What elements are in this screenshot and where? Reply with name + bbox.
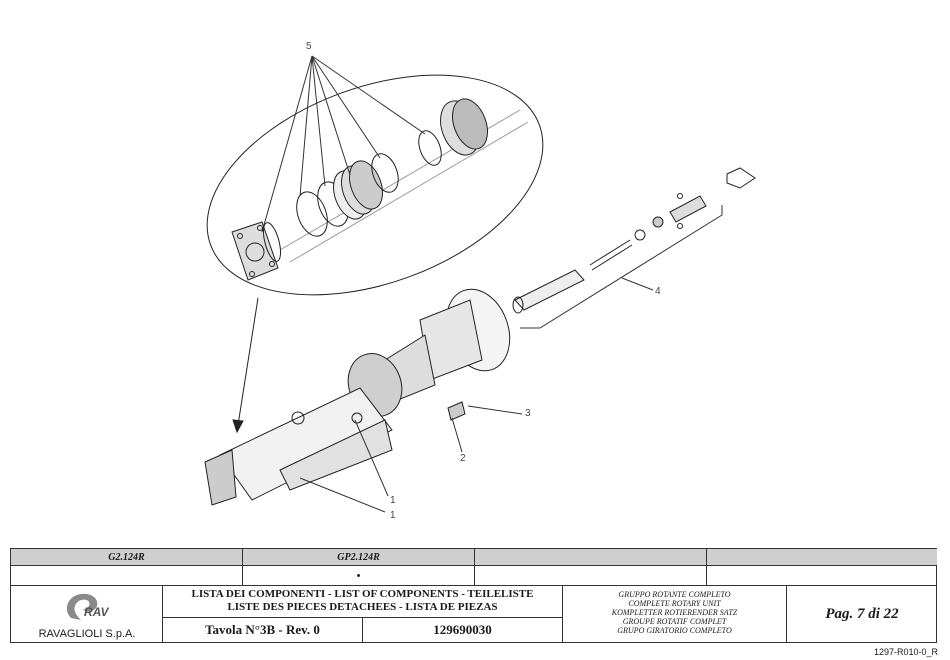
shaft-parts (512, 167, 756, 314)
callout-3: 3 (525, 408, 531, 419)
exploded-view-drawing (204, 55, 756, 513)
callout-2-leader (451, 417, 463, 453)
applicability-cell (475, 566, 707, 586)
logo-text: RAV (84, 605, 109, 619)
list-title-line1: LISTA DEI COMPONENTI - LIST OF COMPONENT… (191, 588, 534, 600)
flange-plate (231, 221, 279, 281)
callout-4: 4 (655, 286, 661, 297)
model-header: GP2.124R (243, 549, 475, 566)
list-title-line2: LISTE DES PIECES DETACHEES - LISTA DE PI… (227, 601, 498, 613)
callout-5: 5 (306, 41, 312, 52)
callout-1-leader (354, 419, 389, 497)
callout-3-leader (467, 405, 523, 415)
main-assembly (204, 288, 511, 506)
callout-1: 1 (390, 495, 396, 506)
applicability-cell (11, 566, 243, 586)
company-name: RAVAGLIOLI S.p.A. (38, 628, 136, 640)
model-header (475, 549, 707, 566)
description-line: KOMPLETTER ROTIERENDER SATZ (611, 608, 738, 617)
description-line: COMPLETE ROTARY UNIT (628, 599, 721, 608)
page-number: Pag. 7 di 22 (825, 605, 899, 622)
callout-1-second: 1 (390, 510, 396, 521)
callout-5-leaders (261, 55, 426, 233)
detail-arrow (237, 297, 259, 426)
applicability-cell: • (243, 566, 475, 586)
callout-4-bracket (520, 205, 723, 329)
seal-ring (418, 130, 442, 166)
description-line: GRUPO GIRATORIO COMPLETO (617, 626, 732, 635)
description-line: GROUPE ROTATIF COMPLET (622, 617, 727, 626)
detail-end-flange (440, 98, 488, 156)
bearing-stack (333, 160, 383, 220)
company-logo: RAV (66, 593, 109, 620)
part-code: 129690030 (363, 618, 563, 642)
model-header (707, 549, 937, 566)
document-reference: 1297-R010-0_R (873, 647, 938, 657)
seal-ring (371, 153, 399, 193)
model-header: G2.124R (11, 549, 243, 566)
callout-2: 2 (460, 453, 466, 464)
detail-ellipse (206, 74, 544, 296)
group-description: GRUPPO ROTANTE COMPLETO COMPLETE ROTARY … (563, 586, 787, 642)
detail-shaft (279, 109, 529, 263)
callout-1-leader (299, 477, 386, 513)
description-line: GRUPPO ROTANTE COMPLETO (618, 590, 731, 599)
applicability-cell (707, 566, 937, 586)
title-block: G2.124R GP2.124R • RAV RAVAGLIOLI S.p.A.… (10, 548, 937, 643)
list-title: LISTA DEI COMPONENTI - LIST OF COMPONENT… (163, 586, 563, 618)
seal-ring (262, 222, 282, 262)
table-number: Tavola N°3B - Rev. 0 (163, 618, 363, 642)
seal-ring (296, 191, 328, 237)
logo-cell: RAV RAVAGLIOLI S.p.A. (11, 586, 163, 642)
